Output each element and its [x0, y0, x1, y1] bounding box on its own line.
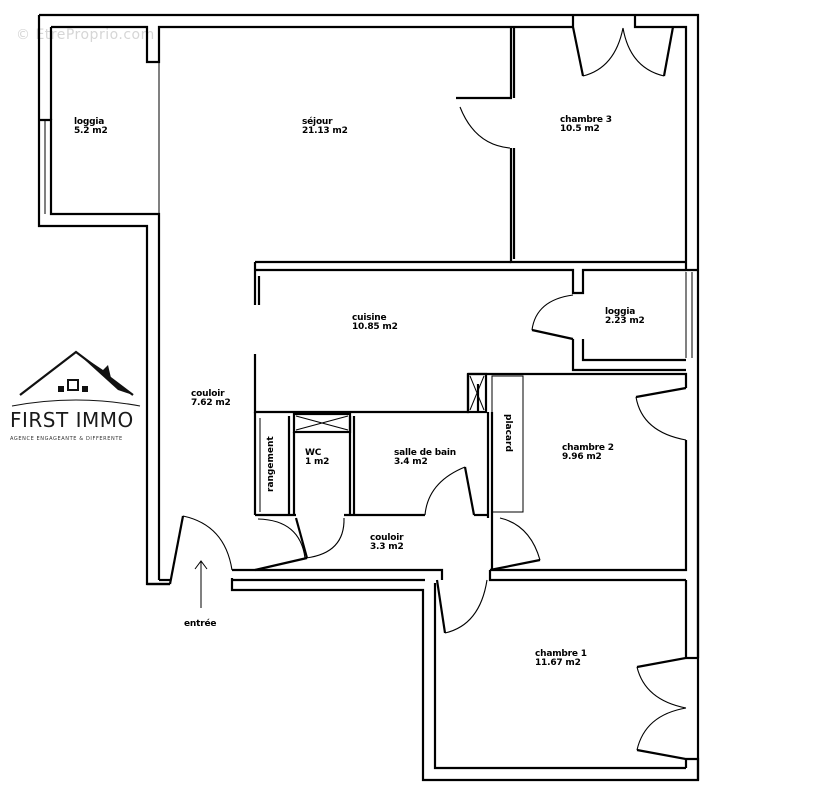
- room-loggia-2: loggia 2.23 m2: [605, 308, 645, 326]
- room-area: 3.3 m2: [370, 542, 404, 552]
- room-name: couloir: [370, 533, 404, 543]
- room-salle-de-bain: salle de bain 3.4 m2: [394, 449, 456, 467]
- room-name: loggia: [74, 117, 105, 127]
- room-area: 10.85 m2: [352, 322, 398, 332]
- room-name: chambre 2: [562, 443, 614, 453]
- room-wc: WC 1 m2: [305, 449, 329, 467]
- room-area: 21.13 m2: [302, 126, 348, 136]
- room-area: 5.2 m2: [74, 126, 108, 136]
- storage-rangement: rangement: [266, 436, 276, 492]
- entrance-label: entrée: [184, 619, 217, 629]
- room-area: 2.23 m2: [605, 316, 645, 326]
- room-couloir-1: couloir 7.62 m2: [191, 390, 231, 408]
- room-sejour: séjour 21.13 m2: [302, 118, 348, 136]
- room-name: couloir: [191, 389, 225, 399]
- room-name: chambre 1: [535, 649, 587, 659]
- room-area: 1 m2: [305, 457, 330, 467]
- room-chambre-3: chambre 3 10.5 m2: [560, 116, 612, 134]
- room-area: 7.62 m2: [191, 398, 231, 408]
- logo-brand: FIRST IMMO: [10, 408, 134, 432]
- house-roof-icon: [11, 350, 141, 407]
- room-cuisine: cuisine 10.85 m2: [352, 314, 398, 332]
- storage-placard: placard: [503, 414, 513, 452]
- room-area: 9.96 m2: [562, 452, 602, 462]
- room-name: cuisine: [352, 313, 387, 323]
- room-name: chambre 3: [560, 115, 612, 125]
- room-area: 3.4 m2: [394, 457, 428, 467]
- room-name: séjour: [302, 117, 333, 127]
- room-area: 10.5 m2: [560, 124, 600, 134]
- room-chambre-2: chambre 2 9.96 m2: [562, 444, 614, 462]
- logo-tagline: AGENCE ENGAGEANTE & DIFFERENTE: [10, 436, 123, 442]
- arrow-up-icon: [194, 560, 208, 608]
- room-name: loggia: [605, 307, 636, 317]
- room-chambre-1: chambre 1 11.67 m2: [535, 650, 587, 668]
- room-name: WC: [305, 448, 322, 458]
- room-couloir-2: couloir 3.3 m2: [370, 534, 404, 552]
- room-loggia-1: loggia 5.2 m2: [74, 118, 108, 136]
- agency-logo: FIRST IMMO AGENCE ENGAGEANTE & DIFFERENT…: [8, 350, 143, 442]
- room-area: 11.67 m2: [535, 658, 581, 668]
- room-name: salle de bain: [394, 448, 456, 458]
